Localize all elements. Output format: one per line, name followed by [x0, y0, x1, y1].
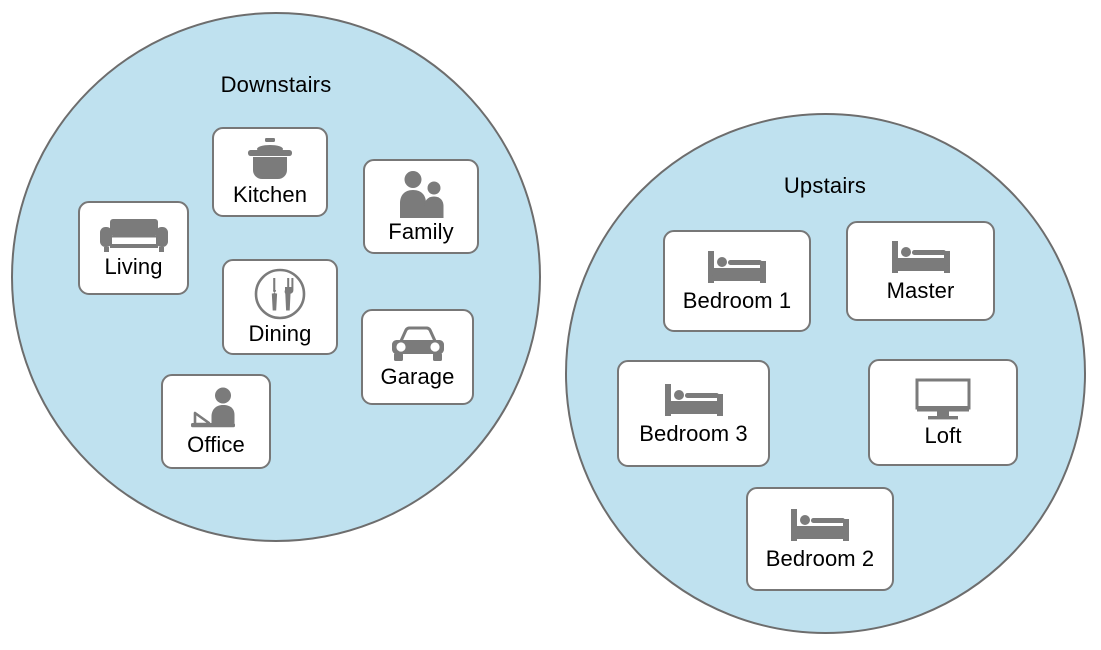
room-card-kitchen[interactable]: Kitchen	[212, 127, 328, 217]
room-card-bedroom-2[interactable]: Bedroom 2	[746, 487, 894, 591]
room-label-dining: Dining	[248, 321, 312, 346]
zone-label-upstairs: Upstairs	[783, 172, 867, 198]
bed-icon	[789, 507, 851, 545]
cooking-pot-icon	[242, 137, 298, 181]
room-card-dining[interactable]: Dining	[222, 259, 338, 355]
room-card-family[interactable]: Family	[363, 159, 479, 254]
family-people-icon	[395, 170, 447, 218]
bed-icon	[890, 239, 952, 277]
room-card-bedroom-1[interactable]: Bedroom 1	[663, 230, 811, 332]
room-label-kitchen: Kitchen	[232, 182, 308, 207]
car-icon	[388, 325, 448, 363]
room-label-loft: Loft	[924, 422, 962, 448]
monitor-icon	[915, 378, 971, 422]
room-card-loft[interactable]: Loft	[868, 359, 1018, 466]
room-label-living: Living	[104, 254, 163, 279]
room-label-bedroom-1: Bedroom 1	[682, 288, 792, 313]
sofa-icon	[99, 217, 169, 253]
bed-icon	[663, 382, 725, 420]
bed-icon	[706, 249, 768, 287]
fork-knife-plate-icon	[254, 268, 306, 320]
room-card-master[interactable]: Master	[846, 221, 995, 321]
room-card-garage[interactable]: Garage	[361, 309, 474, 405]
room-label-office: Office	[187, 431, 245, 457]
room-card-office[interactable]: Office	[161, 374, 271, 469]
room-label-bedroom-3: Bedroom 3	[639, 420, 748, 446]
room-label-bedroom-2: Bedroom 2	[765, 546, 875, 571]
room-card-living[interactable]: Living	[78, 201, 189, 295]
room-card-bedroom-3[interactable]: Bedroom 3	[617, 360, 770, 467]
zone-label-downstairs: Downstairs	[220, 72, 332, 97]
person-laptop-icon	[186, 387, 246, 431]
room-label-master: Master	[886, 278, 955, 303]
room-label-family: Family	[388, 218, 454, 244]
room-label-garage: Garage	[380, 364, 455, 389]
